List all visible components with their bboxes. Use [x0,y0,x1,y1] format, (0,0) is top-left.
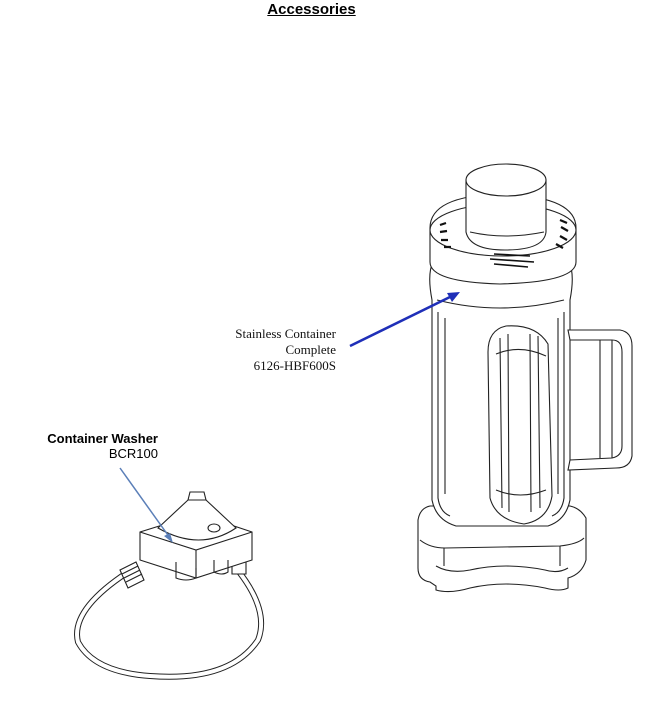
container-callout-line1: Stainless Container [235,326,336,341]
page-title: Accessories [267,1,356,18]
container-callout: Stainless Container Complete 6126-HBF600… [190,326,336,374]
container-callout-line2: Complete [285,342,336,357]
container-callout-arrow [349,292,460,348]
container-center-panel [487,325,553,525]
washer-callout-arrow [119,467,173,543]
container-washer-illustration [74,491,265,680]
container-part-number: 6126-HBF600S [253,358,336,373]
container-lid-cap [465,179,547,251]
stainless-container-illustration [417,163,633,593]
washer-part-number: BCR100 [108,446,158,461]
washer-callout: Container Washer BCR100 [20,431,158,461]
washer-name: Container Washer [47,431,158,446]
container-handle [567,329,633,471]
